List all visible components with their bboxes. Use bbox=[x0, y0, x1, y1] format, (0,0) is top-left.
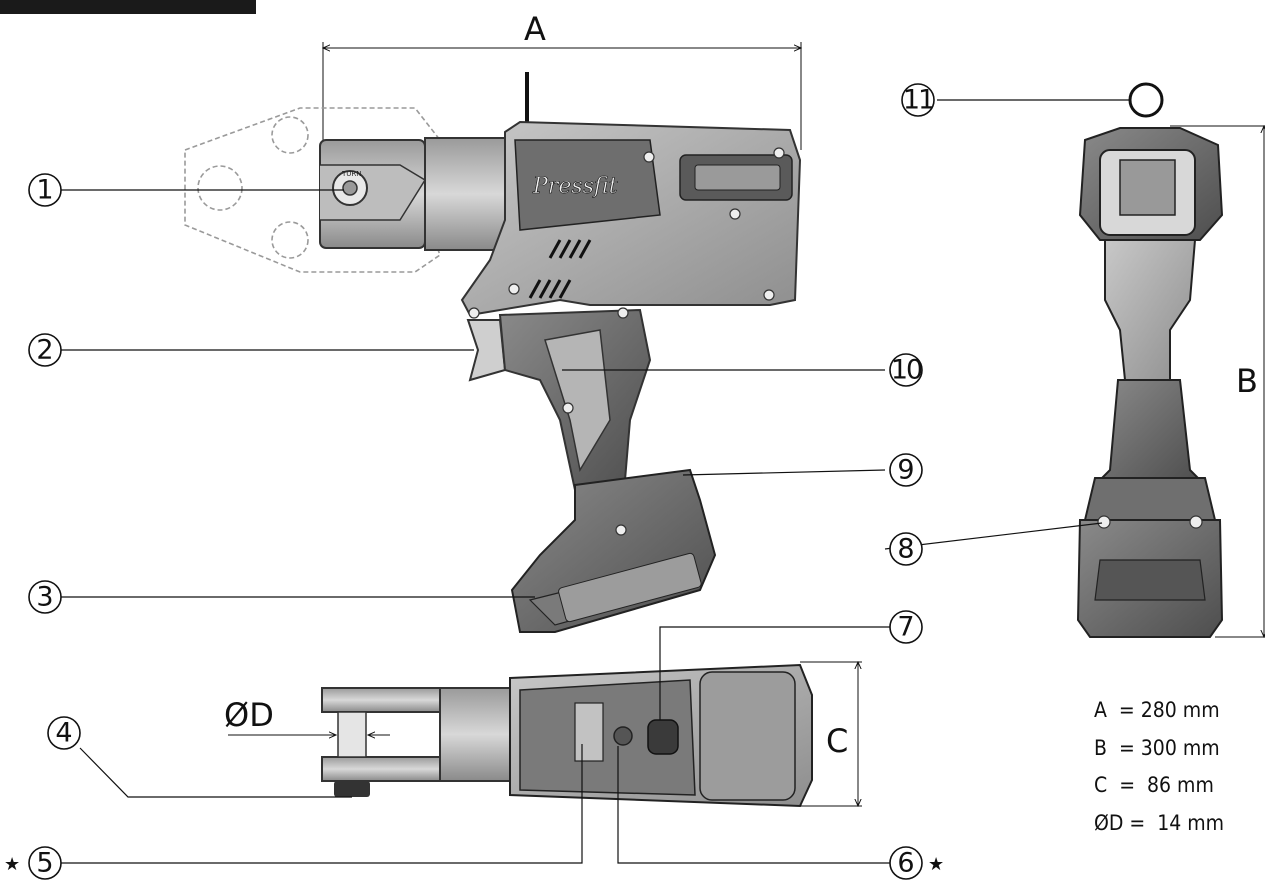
spec-b: B = 300 mm bbox=[1094, 736, 1220, 760]
spec-d: ØD = 14 mm bbox=[1094, 811, 1225, 835]
callout-4: 4 bbox=[47, 716, 81, 750]
callout-leaders bbox=[61, 99, 1130, 864]
dimension-d-label: ØD bbox=[224, 696, 274, 734]
callout-7: 7 bbox=[889, 610, 923, 644]
callout-6: 6 ★ bbox=[889, 846, 944, 880]
side-view-tool: TURN Pressfit bbox=[184, 72, 802, 633]
callout-6-number: 6 bbox=[897, 848, 914, 879]
dimension-a: A bbox=[323, 10, 801, 150]
header-bar bbox=[0, 0, 256, 14]
front-view-tool bbox=[1076, 82, 1224, 638]
callout-9-number: 9 bbox=[897, 455, 914, 486]
dimension-b: B bbox=[1170, 126, 1265, 637]
callout-2-number: 2 bbox=[36, 335, 53, 366]
spec-c: C = 86 mm bbox=[1094, 773, 1214, 797]
callout-11: 11 bbox=[901, 83, 935, 117]
dimension-c: C bbox=[800, 662, 862, 806]
callout-9: 9 bbox=[889, 453, 923, 487]
callout-7-number: 7 bbox=[897, 612, 914, 643]
callout-5-number: 5 bbox=[36, 848, 53, 879]
callout-3: 3 bbox=[28, 580, 62, 614]
brand-logo: Pressfit bbox=[532, 174, 618, 199]
callout-2: 2 bbox=[28, 333, 62, 367]
callout-1-number: 1 bbox=[36, 175, 53, 206]
callout-5: ★ 5 bbox=[4, 846, 62, 880]
callout-3-number: 3 bbox=[36, 582, 53, 613]
top-view-tool bbox=[321, 663, 813, 808]
dimension-c-label: C bbox=[826, 722, 848, 760]
dimension-d: ØD bbox=[224, 696, 390, 735]
dimension-a-label: A bbox=[524, 10, 546, 48]
callout-5-star: ★ bbox=[4, 854, 20, 875]
callout-8-number: 8 bbox=[897, 534, 914, 565]
callout-8: 8 bbox=[889, 532, 923, 566]
callout-10: 10 bbox=[889, 353, 924, 387]
spec-a: A = 280 mm bbox=[1094, 698, 1220, 722]
callout-4-number: 4 bbox=[55, 718, 72, 749]
callout-6-star: ★ bbox=[928, 854, 944, 875]
callout-1: 1 bbox=[28, 173, 62, 207]
head-turn-label: TURN bbox=[341, 170, 362, 178]
callout-11-number: 11 bbox=[903, 85, 933, 116]
callout-10-number: 10 bbox=[891, 355, 922, 386]
dimension-b-label: B bbox=[1236, 362, 1258, 400]
